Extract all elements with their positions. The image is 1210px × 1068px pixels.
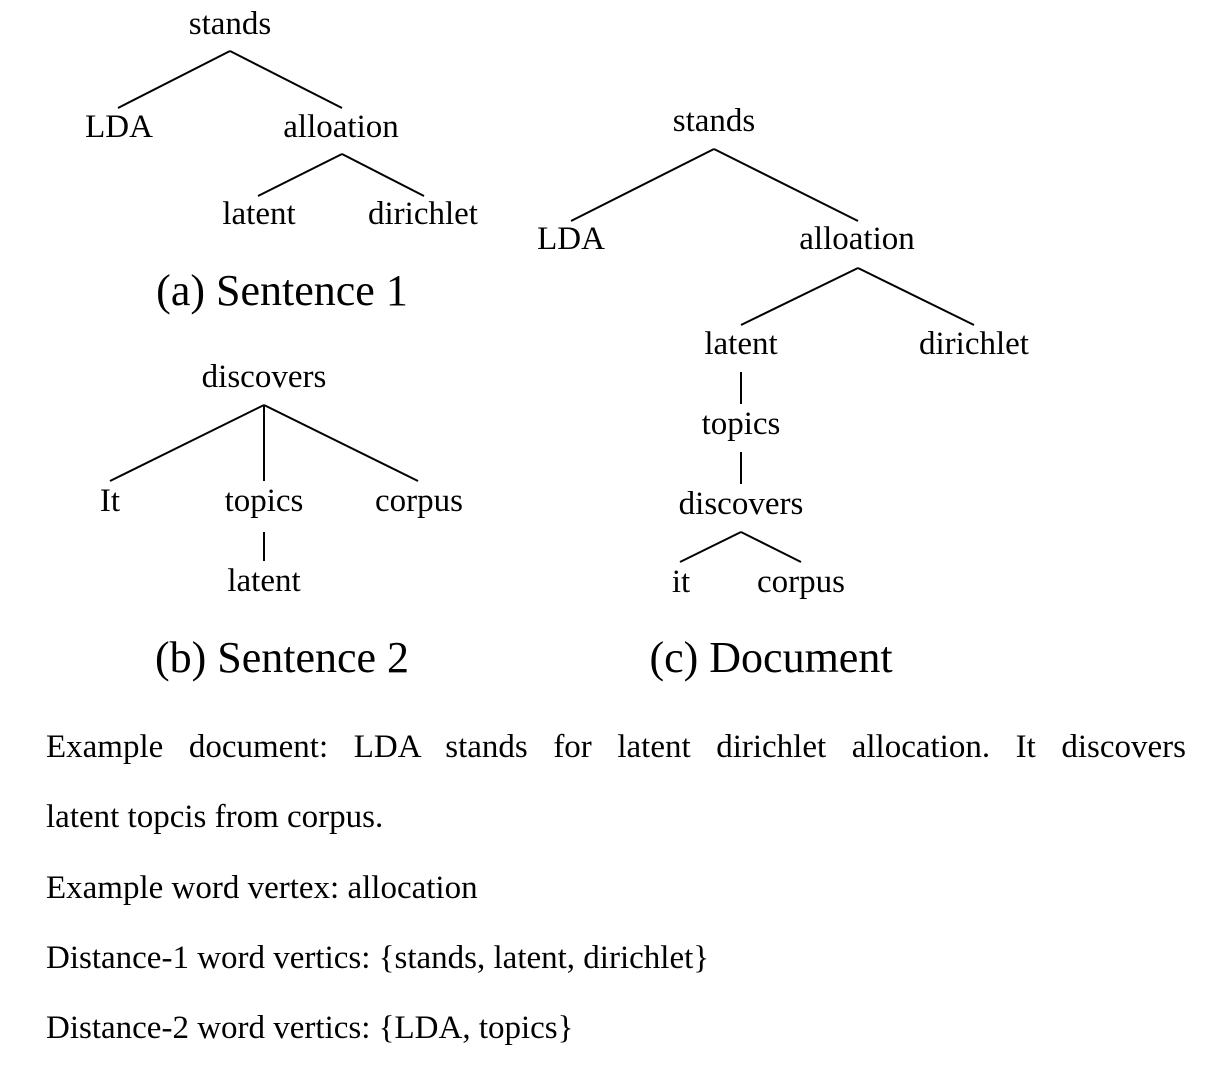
node-it: it: [672, 564, 690, 600]
edge: [229, 50, 343, 109]
edge: [341, 153, 425, 197]
node-it: It: [100, 483, 120, 519]
edge: [679, 531, 742, 563]
distance-1-label: Distance-1 word vertics:: [46, 940, 379, 976]
edge: [117, 50, 231, 109]
tree-sentence-2: discovers It topics corpus latent (b) Se…: [100, 359, 463, 682]
node-dirichlet: dirichlet: [368, 196, 478, 232]
node-discovers: discovers: [202, 359, 327, 395]
edge: [857, 267, 975, 326]
node-corpus: corpus: [375, 483, 463, 519]
edge: [570, 148, 715, 222]
edge: [740, 267, 859, 326]
node-alloation: alloation: [799, 221, 914, 257]
node-discovers: discovers: [679, 486, 804, 522]
caption-sentence-1: (a) Sentence 1: [156, 266, 408, 315]
edge: [257, 153, 343, 197]
node-corpus: corpus: [757, 564, 845, 600]
distance-2-words: LDA, topics: [394, 1010, 558, 1046]
caption-document: (c) Document: [649, 633, 892, 682]
edge: [109, 404, 265, 482]
node-latent: latent: [222, 196, 295, 232]
edge: [740, 531, 802, 563]
edge: [263, 404, 419, 482]
node-latent: latent: [227, 563, 300, 599]
node-stands: stands: [673, 103, 756, 139]
node-lda: LDA: [85, 109, 153, 145]
distance-1-words: stands, latent, dirichlet: [394, 940, 694, 976]
node-dirichlet: dirichlet: [919, 326, 1029, 362]
node-stands: stands: [189, 6, 272, 42]
example-document-line-1: Example document: LDA stands for latent …: [46, 729, 1186, 765]
node-topics: topics: [702, 406, 781, 442]
tree-document: stands LDA alloation latent dirichlet to…: [537, 103, 1029, 682]
distance-1-vertices: Distance-1 word vertics: {stands, latent…: [46, 940, 710, 976]
example-word-vertex: Example word vertex: allocation: [46, 870, 478, 906]
example-document-line-2: latent topcis from corpus.: [46, 799, 384, 835]
node-topics: topics: [225, 483, 304, 519]
distance-2-vertices: Distance-2 word vertics: {LDA, topics}: [46, 1010, 574, 1046]
node-latent: latent: [704, 326, 777, 362]
node-lda: LDA: [537, 221, 605, 257]
edge: [713, 148, 859, 222]
dependency-tree-figure: stands LDA alloation latent dirichlet (a…: [85, 6, 1029, 682]
tree-sentence-1: stands LDA alloation latent dirichlet (a…: [85, 6, 478, 315]
distance-2-label: Distance-2 word vertics:: [46, 1010, 379, 1046]
node-alloation: alloation: [283, 109, 398, 145]
caption-sentence-2: (b) Sentence 2: [155, 633, 409, 682]
